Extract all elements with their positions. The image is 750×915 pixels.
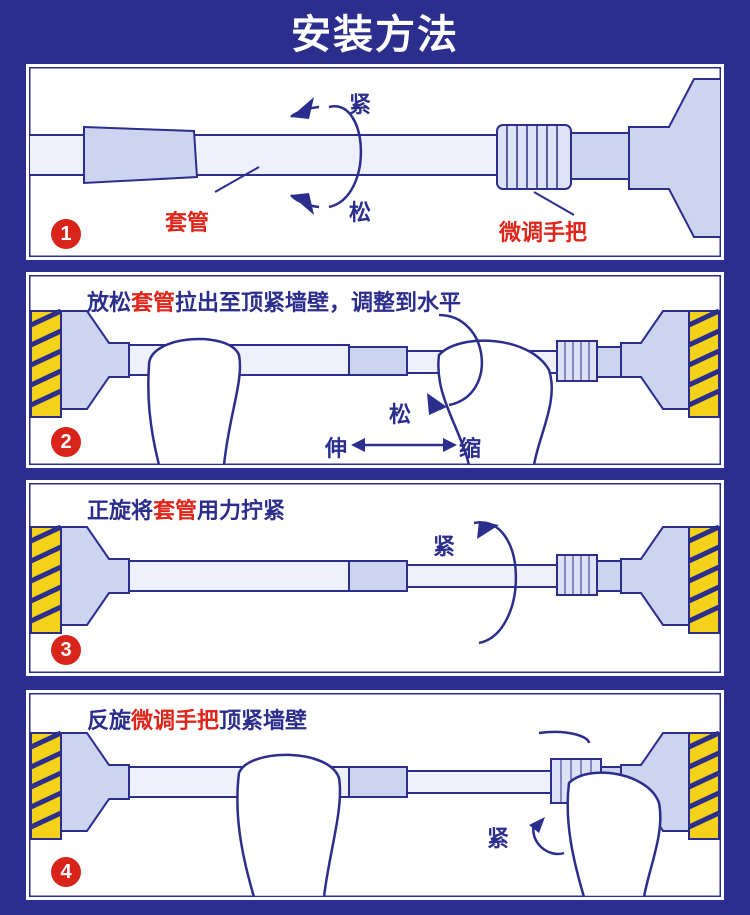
sleeve-pointer (214, 166, 260, 193)
step-number-2: 2 (51, 427, 81, 457)
left-hand (147, 337, 242, 465)
tighten-label: 紧 (349, 93, 372, 118)
loosen-label: 松 (349, 201, 372, 226)
retract-label: 缩 (459, 437, 482, 462)
page-title: 安装方法 (291, 12, 459, 58)
right-hand (566, 771, 662, 897)
right-wall (687, 308, 721, 418)
step-4-caption: 反旋微调手把顶紧墙壁 (87, 709, 308, 734)
rotation-arc (538, 730, 591, 744)
sleeve-label: 套管 (165, 211, 210, 236)
step-2-caption: 放松套管拉出至顶紧墙壁，调整到水平 (87, 291, 462, 316)
step-1-panel: 紧 松 套管 微调手把 1 (26, 64, 724, 260)
left-hand (236, 753, 342, 897)
left-wall (29, 524, 63, 634)
step-4-panel: 反旋微调手把顶紧墙壁 紧 4 (26, 690, 724, 900)
sleeve (348, 560, 408, 592)
rotation-arc (328, 105, 363, 209)
loosen-label: 松 (389, 403, 412, 428)
tighten-label: 紧 (433, 535, 456, 560)
step-2-illustration (29, 275, 721, 465)
right-hand (437, 339, 553, 465)
left-wall (29, 730, 63, 840)
step-2-panel: 放松套管拉出至顶紧墙壁，调整到水平 松 伸 缩 2 (26, 272, 724, 468)
right-wall (687, 524, 721, 634)
step-number-3: 3 (51, 635, 81, 665)
left-wall (29, 308, 63, 418)
handle-label: 微调手把 (499, 221, 588, 246)
end-cap (628, 78, 721, 238)
adjust-handle (556, 554, 622, 596)
sleeve (83, 125, 199, 185)
adjust-handle (496, 124, 632, 190)
right-wall (687, 730, 721, 840)
tighten-label: 紧 (487, 827, 510, 852)
step-3-caption: 正旋将套管用力拧紧 (87, 499, 286, 524)
step-number-1: 1 (51, 219, 81, 249)
step-3-illustration (29, 483, 721, 673)
step-4-illustration (29, 693, 721, 897)
step-number-4: 4 (51, 857, 81, 887)
step-1-illustration (29, 67, 721, 257)
adjust-handle (556, 340, 622, 382)
step-3-panel: 正旋将套管用力拧紧 紧 3 (26, 480, 724, 676)
sleeve (348, 766, 408, 798)
sleeve (348, 346, 408, 376)
extend-label: 伸 (325, 437, 348, 462)
handle-pointer (533, 191, 575, 216)
